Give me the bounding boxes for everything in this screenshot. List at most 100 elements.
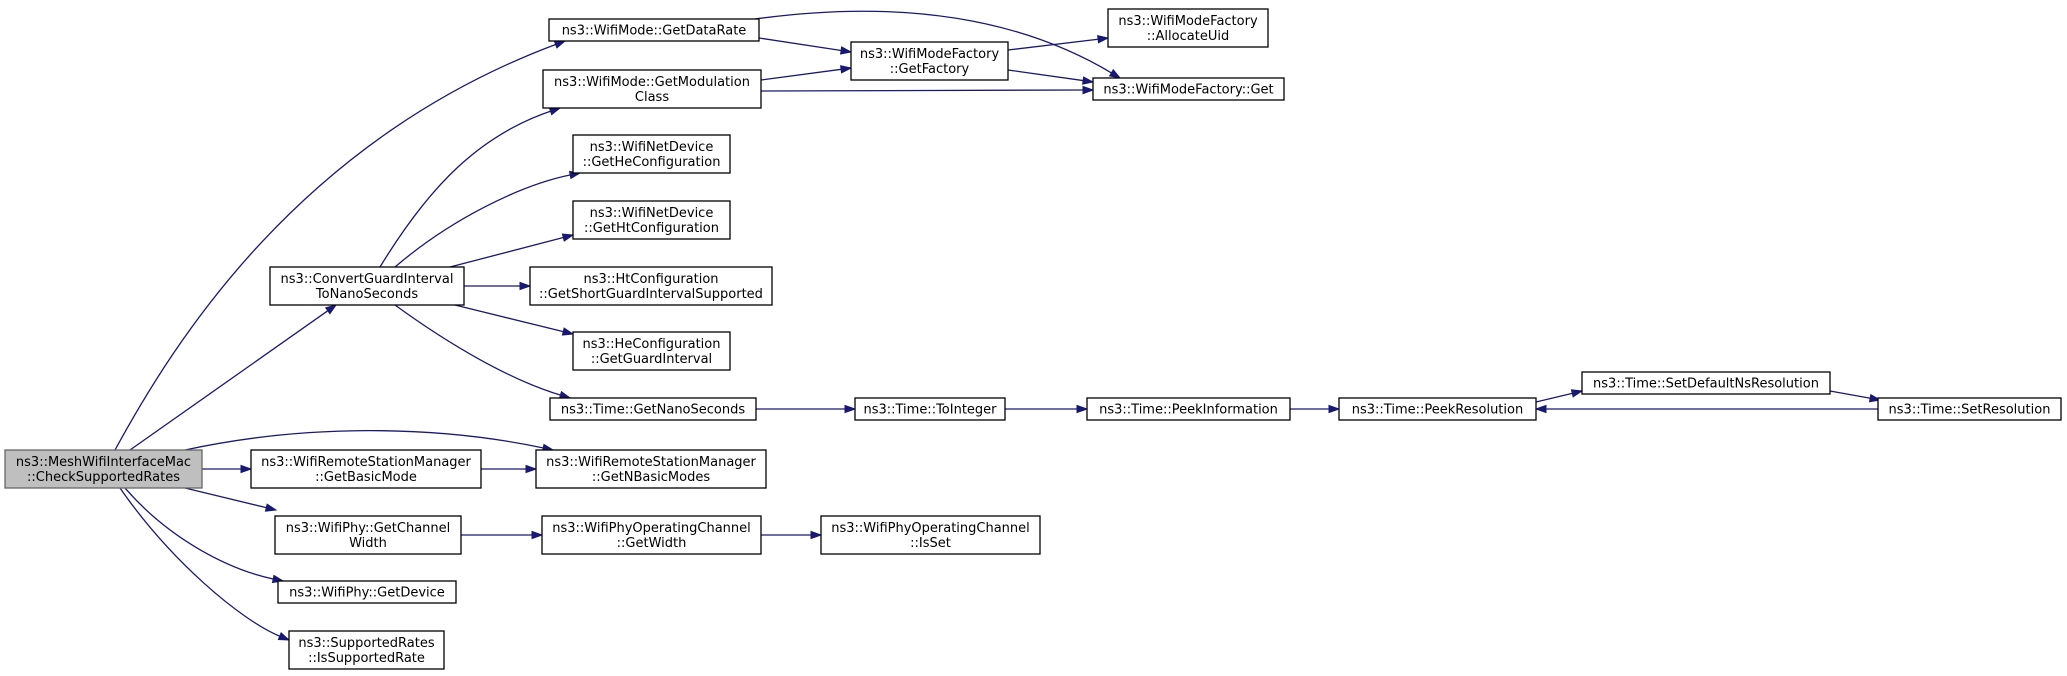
node-getHtConfig[interactable]: ns3::WifiNetDevice::GetHtConfiguration bbox=[572, 200, 731, 240]
node-label: ns3::Time::ToInteger bbox=[863, 403, 997, 418]
node-box[interactable] bbox=[274, 515, 462, 555]
node-box[interactable] bbox=[572, 331, 731, 371]
node-box[interactable] bbox=[1338, 397, 1537, 421]
node-label: ns3::WifiNetDevice bbox=[590, 140, 714, 155]
arrowhead-icon bbox=[548, 107, 562, 116]
edge-convertGI-to-shortGI bbox=[464, 281, 532, 291]
arrowhead-icon bbox=[1534, 404, 1547, 414]
node-peekRes[interactable]: ns3::Time::PeekResolution bbox=[1338, 397, 1537, 421]
node-box[interactable] bbox=[572, 200, 731, 240]
edge-getNano-to-toInteger bbox=[756, 404, 857, 414]
node-getHeConfig[interactable]: ns3::WifiNetDevice::GetHeConfiguration bbox=[572, 134, 731, 174]
node-label: ::CheckSupportedRates bbox=[27, 470, 180, 485]
node-box[interactable] bbox=[1877, 397, 2062, 421]
node-box[interactable] bbox=[1107, 8, 1269, 48]
node-box[interactable] bbox=[820, 515, 1041, 555]
node-label: ::GetGuardInterval bbox=[591, 352, 712, 367]
node-box[interactable] bbox=[542, 69, 762, 109]
edge-getBasicMode-to-getNBasicModes bbox=[481, 464, 538, 474]
edge-layer bbox=[114, 10, 1882, 641]
node-label: Width bbox=[349, 536, 387, 551]
arrowhead-icon bbox=[264, 503, 278, 512]
node-getBasicMode[interactable]: ns3::WifiRemoteStationManager::GetBasicM… bbox=[250, 449, 482, 489]
edge-line bbox=[129, 309, 329, 451]
edge-line bbox=[394, 304, 562, 397]
edge-setDefaultNs-to-setRes bbox=[1829, 390, 1882, 403]
arrowhead-icon bbox=[1097, 34, 1110, 44]
node-label: ::GetWidth bbox=[617, 536, 687, 551]
arrowhead-icon bbox=[810, 530, 823, 540]
node-box[interactable] bbox=[854, 397, 1006, 421]
node-getNano[interactable]: ns3::Time::GetNanoSeconds bbox=[549, 397, 757, 421]
node-box[interactable] bbox=[850, 41, 1009, 81]
node-box[interactable] bbox=[541, 515, 762, 555]
node-label: ns3::Time::PeekInformation bbox=[1099, 403, 1278, 418]
node-setDefaultNs[interactable]: ns3::Time::SetDefaultNsResolution bbox=[1581, 371, 1831, 395]
edge-line bbox=[1007, 38, 1100, 51]
node-box[interactable] bbox=[548, 18, 760, 42]
node-box[interactable] bbox=[277, 580, 457, 604]
node-box[interactable] bbox=[529, 266, 773, 306]
node-opChanGetWidth[interactable]: ns3::WifiPhyOperatingChannel::GetWidth bbox=[541, 515, 762, 555]
edge-root-to-channelWidth bbox=[184, 487, 278, 512]
edge-modeFactoryGetFactory-to-modeFactoryGet bbox=[1007, 69, 1095, 85]
node-getDataRate[interactable]: ns3::WifiMode::GetDataRate bbox=[548, 18, 760, 42]
edge-line bbox=[184, 487, 268, 509]
node-box[interactable] bbox=[288, 630, 445, 670]
node-modeFactoryGet[interactable]: ns3::WifiModeFactory::Get bbox=[1092, 77, 1285, 101]
node-toInteger[interactable]: ns3::Time::ToInteger bbox=[854, 397, 1006, 421]
edge-getDataRate-to-modeFactoryGet bbox=[754, 10, 1122, 79]
node-getNBasicModes[interactable]: ns3::WifiRemoteStationManager::GetNBasic… bbox=[535, 449, 767, 489]
node-isSupportedRate[interactable]: ns3::SupportedRates::IsSupportedRate bbox=[288, 630, 445, 670]
edge-line bbox=[124, 487, 275, 580]
node-label: ns3::WifiModeFactory bbox=[1118, 14, 1258, 29]
node-allocateUid[interactable]: ns3::WifiModeFactory::AllocateUid bbox=[1107, 8, 1269, 48]
node-root[interactable]: ns3::MeshWifiInterfaceMac::CheckSupporte… bbox=[4, 449, 203, 489]
arrowhead-icon bbox=[531, 530, 544, 540]
node-box[interactable] bbox=[1581, 371, 1831, 395]
edge-root-to-getDevice bbox=[124, 487, 285, 584]
edge-getModClass-to-modeFactoryGet bbox=[760, 85, 1095, 95]
node-label: ns3::WifiPhy::GetChannel bbox=[286, 521, 451, 536]
edge-opChanGetWidth-to-opChanIsSet bbox=[761, 530, 823, 540]
node-label: ns3::WifiMode::GetDataRate bbox=[562, 24, 747, 39]
node-label: ns3::HeConfiguration bbox=[583, 337, 721, 352]
node-box[interactable] bbox=[250, 449, 482, 489]
node-box[interactable] bbox=[572, 134, 731, 174]
edge-modeFactoryGetFactory-to-allocateUid bbox=[1007, 34, 1110, 51]
node-label: ::GetBasicMode bbox=[315, 470, 417, 485]
node-label: ns3::WifiMode::GetModulation bbox=[554, 75, 750, 90]
node-box[interactable] bbox=[1092, 77, 1285, 101]
arrowhead-icon bbox=[1076, 404, 1089, 414]
node-shortGI[interactable]: ns3::HtConfiguration::GetShortGuardInter… bbox=[529, 266, 773, 306]
node-setRes[interactable]: ns3::Time::SetResolution bbox=[1877, 397, 2062, 421]
node-opChanIsSet[interactable]: ns3::WifiPhyOperatingChannel::IsSet bbox=[820, 515, 1041, 555]
node-box[interactable] bbox=[1086, 397, 1291, 421]
edge-convertGI-to-getHtConfig bbox=[449, 233, 575, 268]
edge-line bbox=[1007, 69, 1085, 82]
edge-convertGI-to-getNano bbox=[394, 304, 572, 400]
node-box[interactable] bbox=[269, 266, 465, 306]
node-box[interactable] bbox=[549, 397, 757, 421]
node-label: ns3::MeshWifiInterfaceMac bbox=[16, 455, 191, 470]
node-label: ns3::HtConfiguration bbox=[583, 272, 718, 287]
edge-convertGI-to-heGuard bbox=[454, 304, 575, 336]
node-label: ns3::WifiModeFactory bbox=[860, 47, 1000, 62]
node-box[interactable] bbox=[4, 449, 203, 489]
edge-line bbox=[379, 110, 552, 268]
node-modeFactoryGetFactory[interactable]: ns3::WifiModeFactory::GetFactory bbox=[850, 41, 1009, 81]
node-box[interactable] bbox=[535, 449, 767, 489]
node-label: ns3::Time::GetNanoSeconds bbox=[561, 403, 746, 418]
edge-line bbox=[449, 236, 565, 268]
node-getDevice[interactable]: ns3::WifiPhy::GetDevice bbox=[277, 580, 457, 604]
arrowhead-icon bbox=[1108, 68, 1122, 79]
edge-toInteger-to-peekInfo bbox=[1005, 404, 1089, 414]
node-heGuard[interactable]: ns3::HeConfiguration::GetGuardInterval bbox=[572, 331, 731, 371]
node-peekInfo[interactable]: ns3::Time::PeekInformation bbox=[1086, 397, 1291, 421]
arrowhead-icon bbox=[1570, 389, 1584, 398]
arrowhead-icon bbox=[1082, 76, 1095, 85]
node-label: ns3::WifiPhy::GetDevice bbox=[289, 586, 445, 601]
